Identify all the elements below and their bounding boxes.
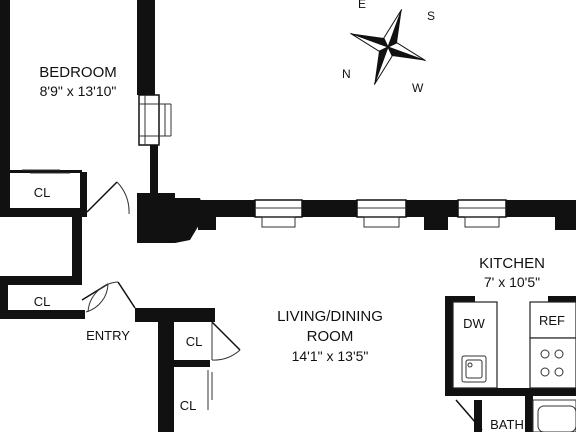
wall-closet2-bottom: [0, 310, 85, 319]
entry-label: ENTRY: [86, 328, 130, 343]
door-closet-3: [211, 321, 241, 361]
kitchen-label: KITCHEN: [479, 255, 545, 272]
wall-bedroom-right-upper: [137, 0, 155, 95]
wall-closet2-top: [0, 276, 82, 285]
wall-closet3-left: [158, 316, 174, 432]
compass-label-e: E: [358, 0, 366, 11]
door-entry-closet: [81, 283, 109, 313]
kitchen-size: 7' x 10'5": [484, 274, 540, 290]
wall-kitchen-top-stub: [445, 296, 475, 302]
wall-bedroom-left: [0, 0, 10, 216]
compass-label-w: W: [412, 81, 424, 95]
window-bedroom: [138, 94, 172, 146]
closet-label-4: CL: [180, 398, 197, 413]
door-bedroom: [86, 181, 130, 215]
living-size: 14'1" x 13'5": [292, 348, 369, 364]
window-living-3: [457, 199, 507, 228]
wall-bath-left: [474, 400, 482, 432]
wall-living-top-1: [175, 200, 255, 217]
wall-pilaster-3: [555, 212, 576, 230]
range-box: [529, 337, 576, 389]
kitchen-fixtures: [452, 301, 576, 432]
living-label-line1: LIVING/DINING: [277, 308, 383, 325]
compass-rose: [350, 9, 426, 85]
refrigerator-label: REF: [539, 313, 565, 328]
wall-kitchen-left: [445, 296, 453, 396]
closet-label-entry: CL: [34, 294, 51, 309]
wall-closet-divider: [80, 172, 87, 212]
refrigerator-box: [529, 301, 576, 339]
wall-pilaster-2: [424, 212, 448, 230]
window-living-1: [254, 199, 303, 228]
bath-label: BATH: [490, 417, 524, 432]
wall-bath-right: [525, 396, 533, 432]
closet-label-3: CL: [186, 334, 203, 349]
closet-label-bedroom: CL: [34, 185, 51, 200]
wall-living-top-2: [302, 200, 357, 217]
door-entry: [87, 281, 136, 313]
bathtub: [532, 399, 576, 432]
wall-kitchen-bottom: [445, 388, 576, 396]
wall-hall-left: [72, 212, 82, 284]
wall-bedroom-bottom: [0, 208, 87, 217]
door-closet-4: [207, 370, 213, 410]
wall-closet-divider-2: [170, 360, 210, 367]
kitchen-sink: [461, 355, 487, 383]
kitchen-counter: [452, 301, 498, 389]
range-burners: [540, 349, 564, 377]
wall-bedroom-right-lower: [150, 145, 158, 205]
window-living-2: [356, 199, 407, 228]
living-label-line2: ROOM: [307, 328, 354, 345]
doors: [22, 169, 483, 431]
wall-closet-top: [8, 170, 82, 173]
door-bath: [455, 399, 483, 431]
wall-entry-bottom: [135, 308, 215, 322]
wall-closet2-left: [0, 276, 8, 316]
dishwasher-label: DW: [463, 316, 485, 331]
bedroom-size: 8'9" x 13'10": [40, 83, 117, 99]
wall-pilaster-1: [198, 212, 216, 230]
compass-label-s: S: [427, 9, 435, 23]
wall-kitchen-top-stub-right: [548, 296, 576, 302]
windows: [138, 94, 507, 228]
compass-label-n: N: [342, 67, 351, 81]
bedroom-label: BEDROOM: [39, 64, 117, 81]
door-closet-bedroom: [22, 169, 70, 174]
